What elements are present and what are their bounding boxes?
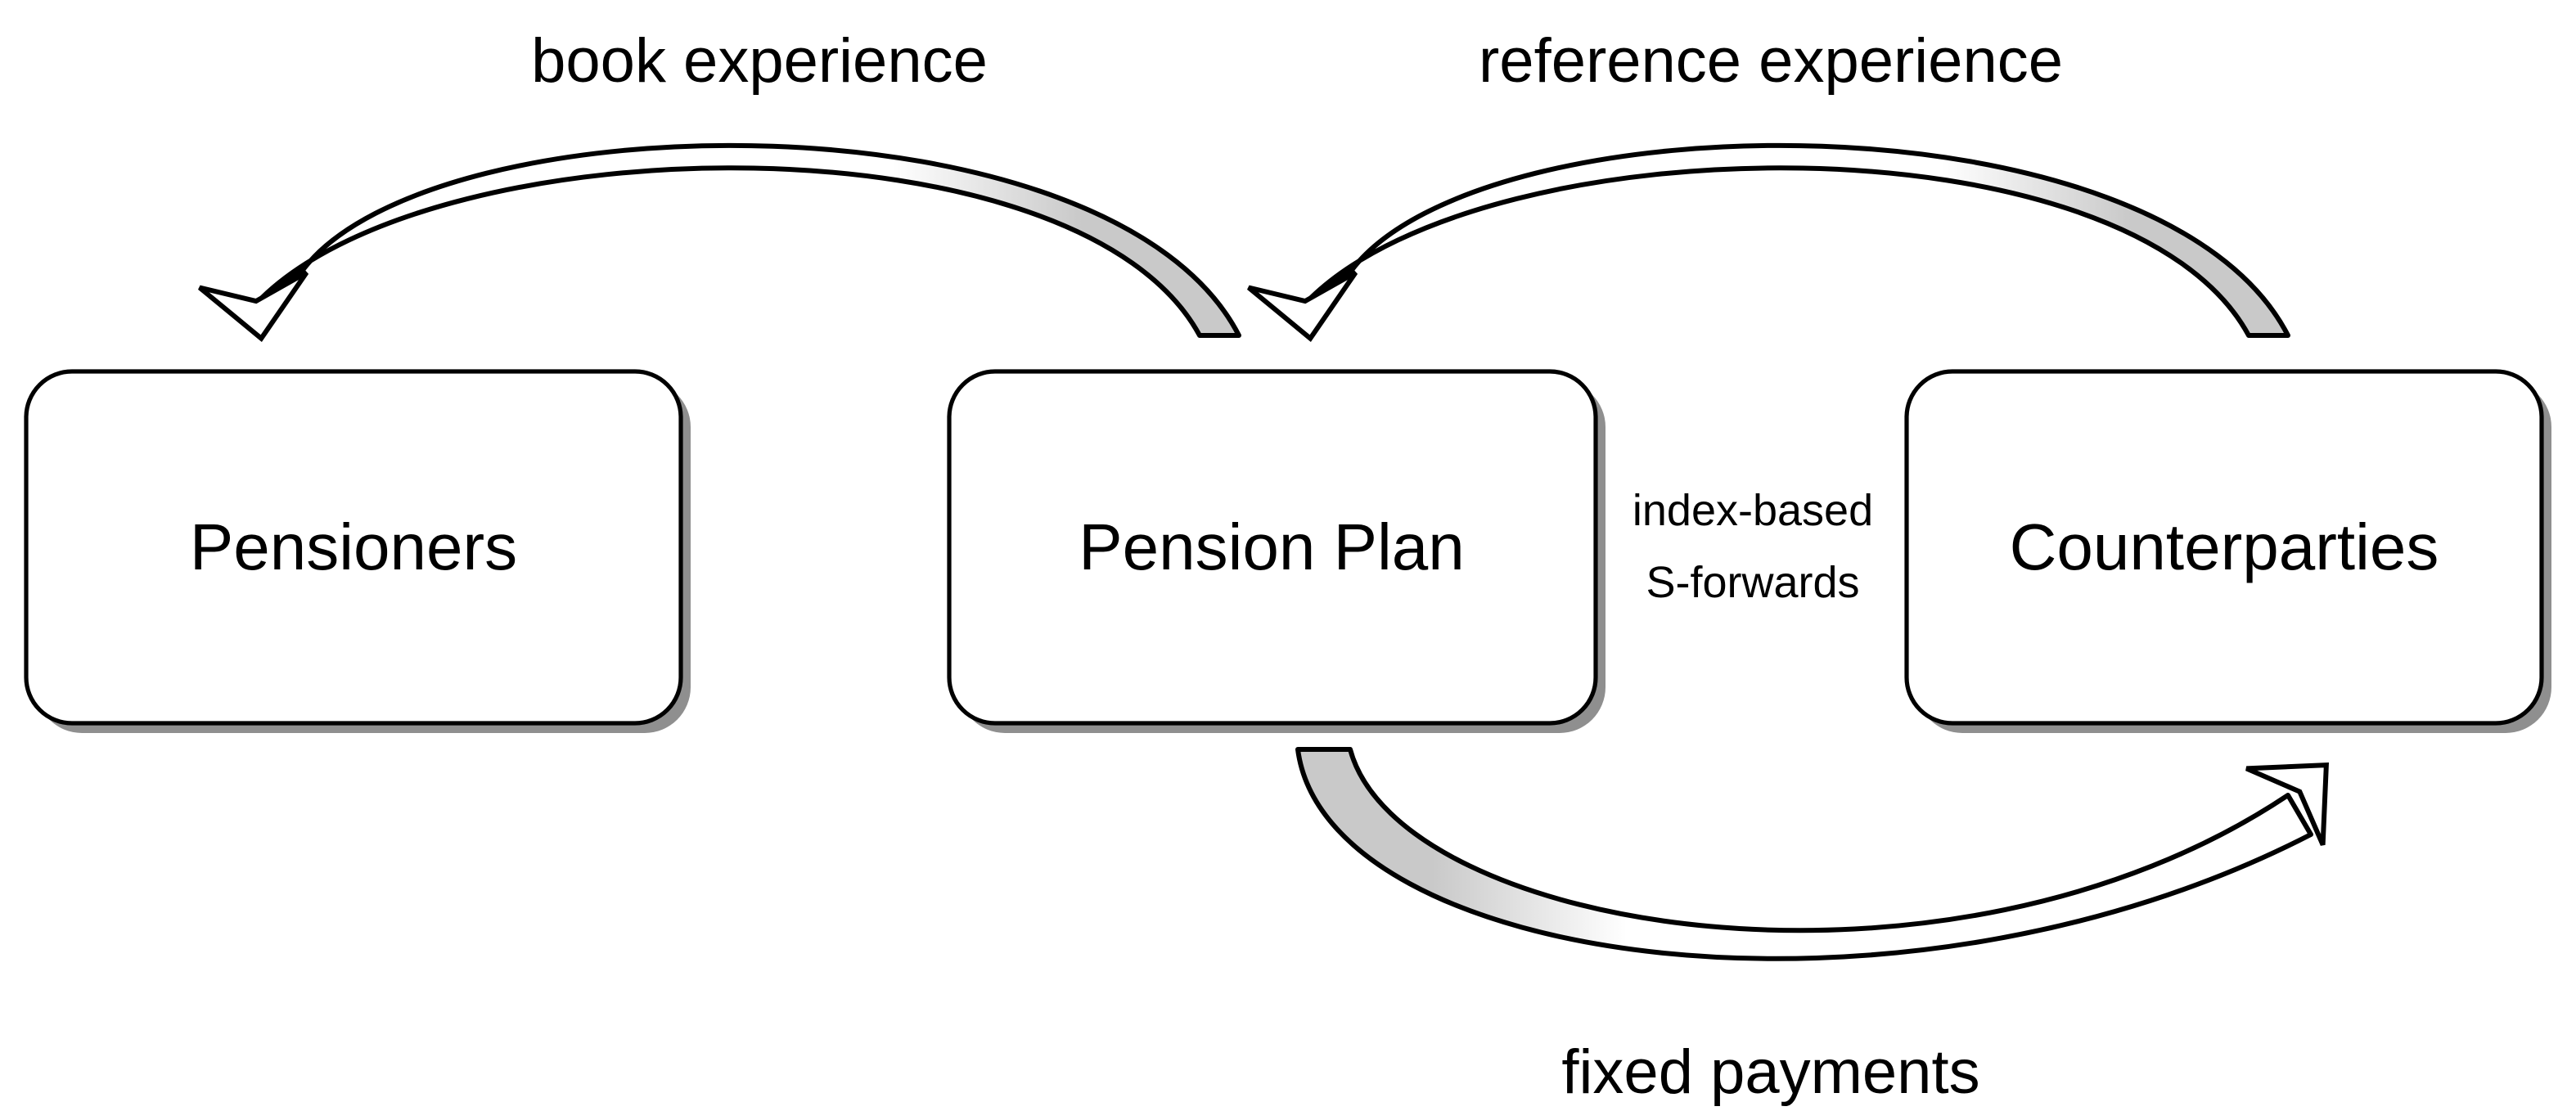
node-counterparties-label: Counterparties [2010, 511, 2439, 583]
node-pension-plan-box [947, 369, 1598, 726]
arrow-book-experience [200, 146, 1239, 346]
node-counterparties-box [1904, 369, 2544, 726]
node-pensioners: Pensioners [24, 369, 691, 733]
node-pension-plan-label: Pension Plan [1079, 511, 1464, 583]
arrow-fixed-payments-band [1295, 747, 2313, 961]
arrow-reference-experience [1249, 146, 2288, 346]
node-pension-plan: Pension Plan [947, 369, 1605, 733]
node-pensioners-box [24, 369, 683, 726]
arrow-fixed-payments [1295, 726, 2365, 961]
label-index-based-line2: S-forwards [1646, 558, 1859, 607]
label-book-experience: book experience [531, 26, 988, 96]
arrow-book-experience-head-icon [200, 272, 315, 346]
node-counterparties: Counterparties [1904, 369, 2551, 733]
label-fixed-payments: fixed payments [1561, 1037, 1979, 1107]
label-reference-experience: reference experience [1479, 26, 2063, 96]
arrow-book-experience-band [262, 146, 1239, 335]
label-index-based-line1: index-based [1633, 486, 1873, 535]
node-pensioners-label: Pensioners [190, 511, 517, 583]
arrow-reference-experience-band [1311, 146, 2288, 335]
arrow-reference-experience-head-icon [1249, 272, 1364, 346]
